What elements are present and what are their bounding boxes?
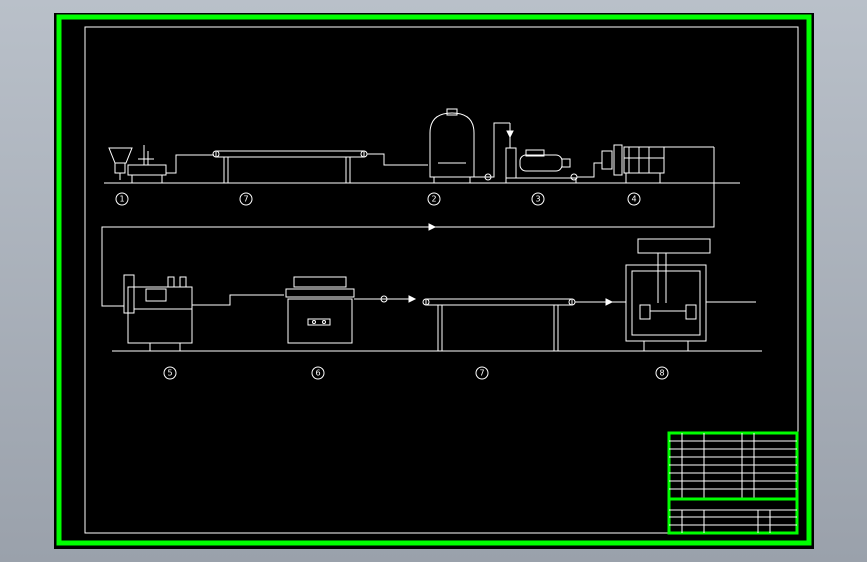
transfer-pipe — [101, 147, 715, 307]
station-label: 3 — [535, 195, 540, 204]
station-label: 7 — [243, 195, 248, 204]
feeder-machine — [108, 145, 167, 183]
packaging-machine — [614, 238, 756, 351]
inner-border — [84, 26, 799, 534]
station-label: 7 — [479, 369, 484, 378]
process-flow-drawing: 1 7 2 3 4 — [56, 14, 812, 546]
conveyor-table-upper — [212, 150, 368, 183]
pipe-3-4 — [577, 162, 602, 178]
station-labels-lower: 5 6 7 8 — [163, 366, 669, 380]
pipe-7-2 — [367, 153, 428, 166]
station-labels-upper: 1 7 2 3 4 — [115, 192, 641, 206]
pipe-2-3 — [474, 122, 510, 178]
station-label: 2 — [431, 195, 436, 204]
station-label: 5 — [167, 369, 172, 378]
station-label: 8 — [659, 369, 664, 378]
station-label: 4 — [631, 195, 636, 204]
filling-machine — [601, 144, 714, 184]
station-label: 1 — [119, 195, 124, 204]
pipe-5-6 — [192, 294, 284, 306]
sterilizer-unit — [123, 274, 193, 351]
pipe-1-7 — [166, 154, 214, 174]
station-label: 6 — [315, 369, 320, 378]
pump-unit — [505, 123, 577, 184]
cad-viewport[interactable]: 1 7 2 3 4 — [54, 13, 814, 549]
conveyor-table-lower — [422, 298, 576, 351]
storage-tank — [429, 108, 475, 183]
outer-frame — [56, 14, 812, 546]
title-block — [667, 431, 799, 535]
cutting-machine — [285, 276, 355, 344]
